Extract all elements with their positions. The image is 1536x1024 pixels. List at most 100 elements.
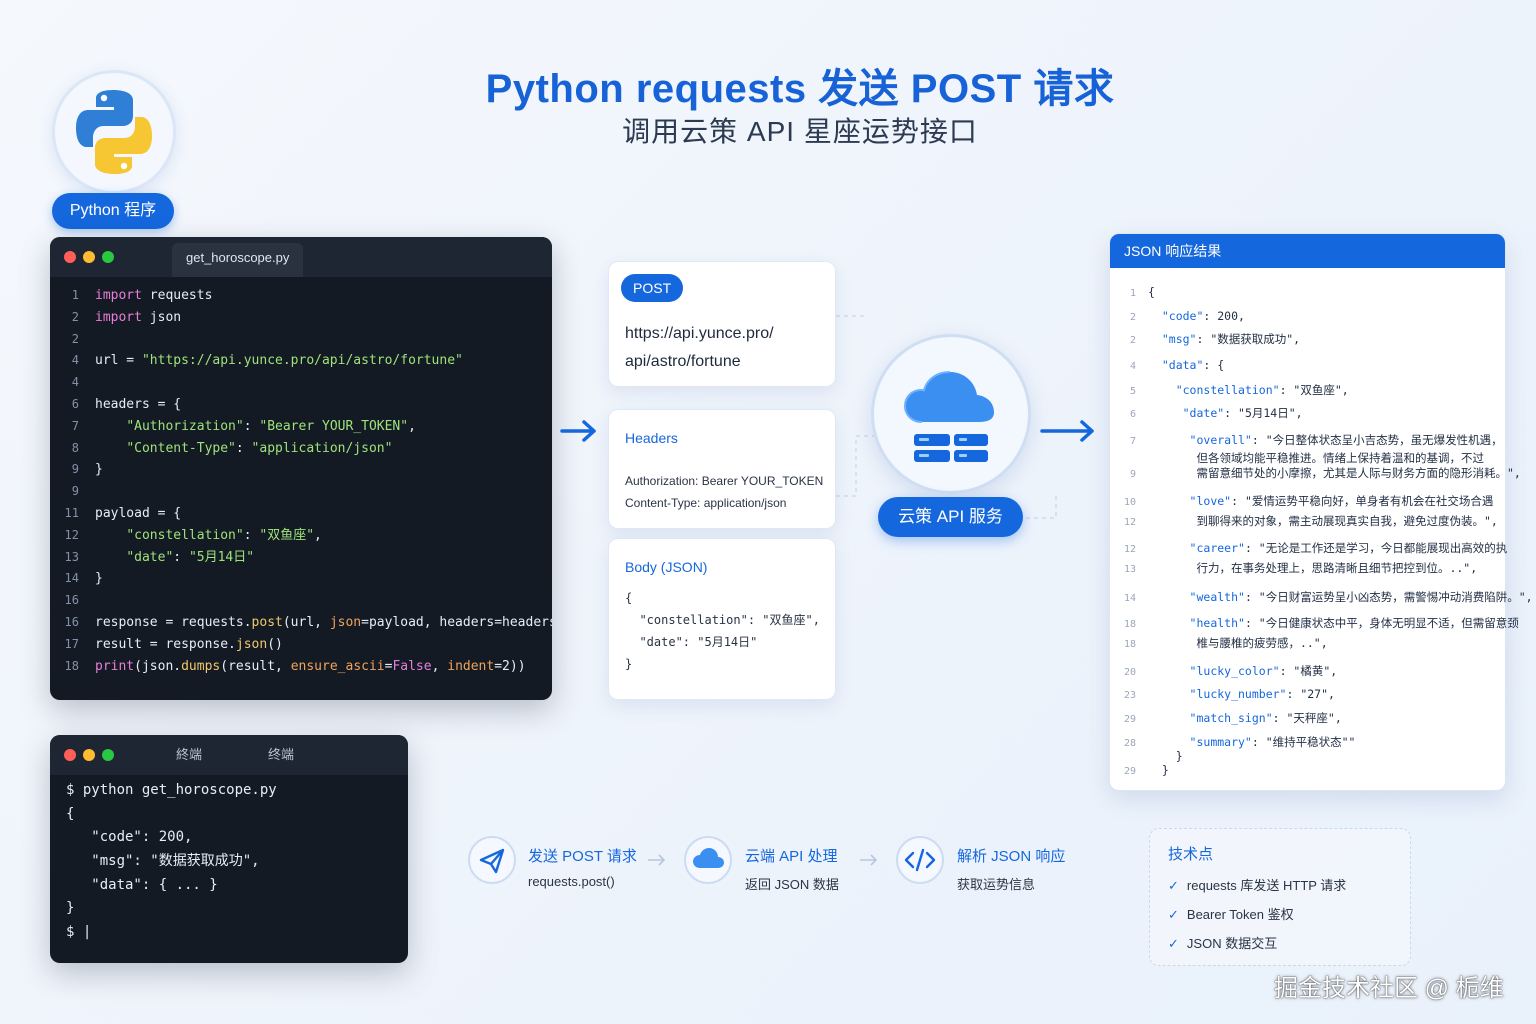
code-text: response = requests.post(url, json=paylo… [95,614,552,630]
json-text: 椎与腰椎的疲劳感，..", [1148,636,1328,650]
tech-point-label: Bearer Token 鉴权 [1186,907,1294,922]
minimize-dot-icon[interactable] [83,749,95,761]
code-icon [896,836,944,884]
cloud-icon [684,836,732,884]
header-authorization: Authorization: Bearer YOUR_TOKEN [625,474,824,488]
code-line[interactable]: 2 [50,329,552,351]
json-line: 18 椎与腰椎的疲劳感，..", [1109,635,1506,651]
arrow-right-icon [1040,420,1094,442]
line-number: 20 [1123,667,1136,678]
code-line[interactable]: 12 "constellation": "双鱼座", [50,525,552,547]
line-number: 2 [1129,312,1136,323]
code-text: print(json.dumps(result, ensure_ascii=Fa… [95,658,526,674]
code-line[interactable]: 16 response = requests.post(url, json=pay… [50,612,552,634]
code-text: import json [95,309,182,325]
terminal-line: "data": { ... } [66,876,218,893]
line-number: 11 [64,505,79,520]
tech-point-item: ✓requests 库发送 HTTP 请求 [1168,875,1346,894]
check-icon: ✓ [1168,878,1179,893]
line-number: 16 [64,614,79,629]
code-text: } [95,462,103,478]
line-number: 14 [1123,593,1136,604]
code-text: "date": "5月14日" [126,549,255,565]
line-number: 4 [1129,361,1136,372]
code-line[interactable]: 7 "Authorization": "Bearer YOUR_TOKEN", [50,416,552,438]
json-text: "msg": "数据获取成功", [1161,332,1301,346]
step-title: 发送 POST 请求 [528,848,637,865]
json-text: } [1148,763,1169,777]
code-line[interactable]: 9 [50,481,552,503]
terminal-title-secondary: 终端 [268,747,295,762]
code-text: url = "https://api.yunce.pro/api/astro/f… [95,353,463,369]
terminal-line: "msg": "数据获取成功", [66,853,260,870]
python-logo-icon [76,90,152,174]
terminal-line: { [66,805,75,822]
code-line[interactable]: 11 payload = { [50,503,552,525]
line-number: 28 [1123,738,1136,749]
request-body-card: Body (JSON) { "constellation": "双鱼座", "d… [608,538,836,700]
json-response-panel: JSON 响应结果 [1109,233,1506,791]
code-line[interactable]: 4 url = "https://api.yunce.pro/api/astro/… [50,350,552,372]
json-line: 6 "date": "5月14日", [1109,405,1506,421]
code-text: payload = { [95,505,182,521]
close-dot-icon[interactable] [64,251,76,263]
minimize-dot-icon[interactable] [83,251,95,263]
terminal-output[interactable]: $ python get_horoscope.py{ "code": 200, … [66,779,277,945]
arrow-right-icon [560,420,596,442]
body-json: { "constellation": "双鱼座", "date": "5月14日… [625,587,820,675]
json-text: "love": "爱情运势平稳向好，单身者有机会在社交场合遇 [1189,494,1494,508]
line-number: 4 [71,353,79,368]
line-number: 23 [1123,690,1136,701]
code-line[interactable]: 18 print(json.dumps(result, ensure_ascii=… [50,656,552,678]
code-text: "Content-Type": "application/json" [126,440,393,456]
line-number: 2 [1129,335,1136,346]
json-text: "constellation": "双鱼座", [1175,383,1349,397]
json-line: 12 "career": "无论是工作还是学习，今日都能展现出高效的执 [1109,540,1507,556]
send-icon [468,836,516,884]
code-line[interactable]: 14} [50,568,552,590]
editor-file-tab[interactable]: get_horoscope.py [172,243,304,277]
json-line: 2 "msg": "数据获取成功", [1109,331,1506,347]
body-json-line: } [625,657,633,671]
json-line: 10 "love": "爱情运势平稳向好，单身者有机会在社交场合遇 [1109,493,1506,509]
line-number: 7 [1129,436,1136,447]
editor-title-bar: get_horoscope.py [50,237,552,277]
tech-points-title: 技术点 [1168,846,1214,863]
headers-title: Headers [625,430,678,446]
line-number: 7 [71,418,79,433]
chevron-right-icon [648,854,666,866]
line-number: 12 [64,527,79,542]
line-number: 8 [71,440,79,455]
line-number: 13 [64,549,79,564]
maximize-dot-icon[interactable] [102,749,114,761]
code-line[interactable]: 13 "date": "5月14日" [50,547,552,569]
step-subtitle: 返回 JSON 数据 [745,877,839,892]
code-line[interactable]: 9} [50,459,552,481]
code-line[interactable]: 16 [50,590,552,612]
code-text: } [95,571,103,587]
line-number: 1 [1129,288,1136,299]
body-title: Body (JSON) [625,559,708,575]
line-number: 14 [64,571,79,586]
step-title: 解析 JSON 响应 [957,848,1066,865]
line-number: 18 [64,658,79,673]
maximize-dot-icon[interactable] [102,251,114,263]
line-number: 1 [71,288,79,302]
cloud-server-icon [903,371,994,462]
tech-points-box: 技术点 ✓requests 库发送 HTTP 请求 ✓ Bearer Token … [1149,828,1411,966]
terminal-line: "code": 200, [66,829,193,846]
line-number: 18 [1123,619,1136,630]
close-dot-icon[interactable] [64,749,76,761]
json-line: 20 "lucky_color": "橘黄", [1109,663,1506,679]
json-text: "wealth": "今日财富运势呈小凶态势，需警惕冲动消费陷阱。", [1189,590,1533,604]
step-subtitle: requests.post() [528,874,615,889]
line-number: 6 [1129,409,1136,420]
json-line: 5 "constellation": "双鱼座", [1109,382,1506,398]
code-line[interactable]: 4 [50,372,552,394]
code-line[interactable]: 8 "Content-Type": "application/json" [50,438,552,460]
step-subtitle: 获取运势信息 [957,877,1036,892]
